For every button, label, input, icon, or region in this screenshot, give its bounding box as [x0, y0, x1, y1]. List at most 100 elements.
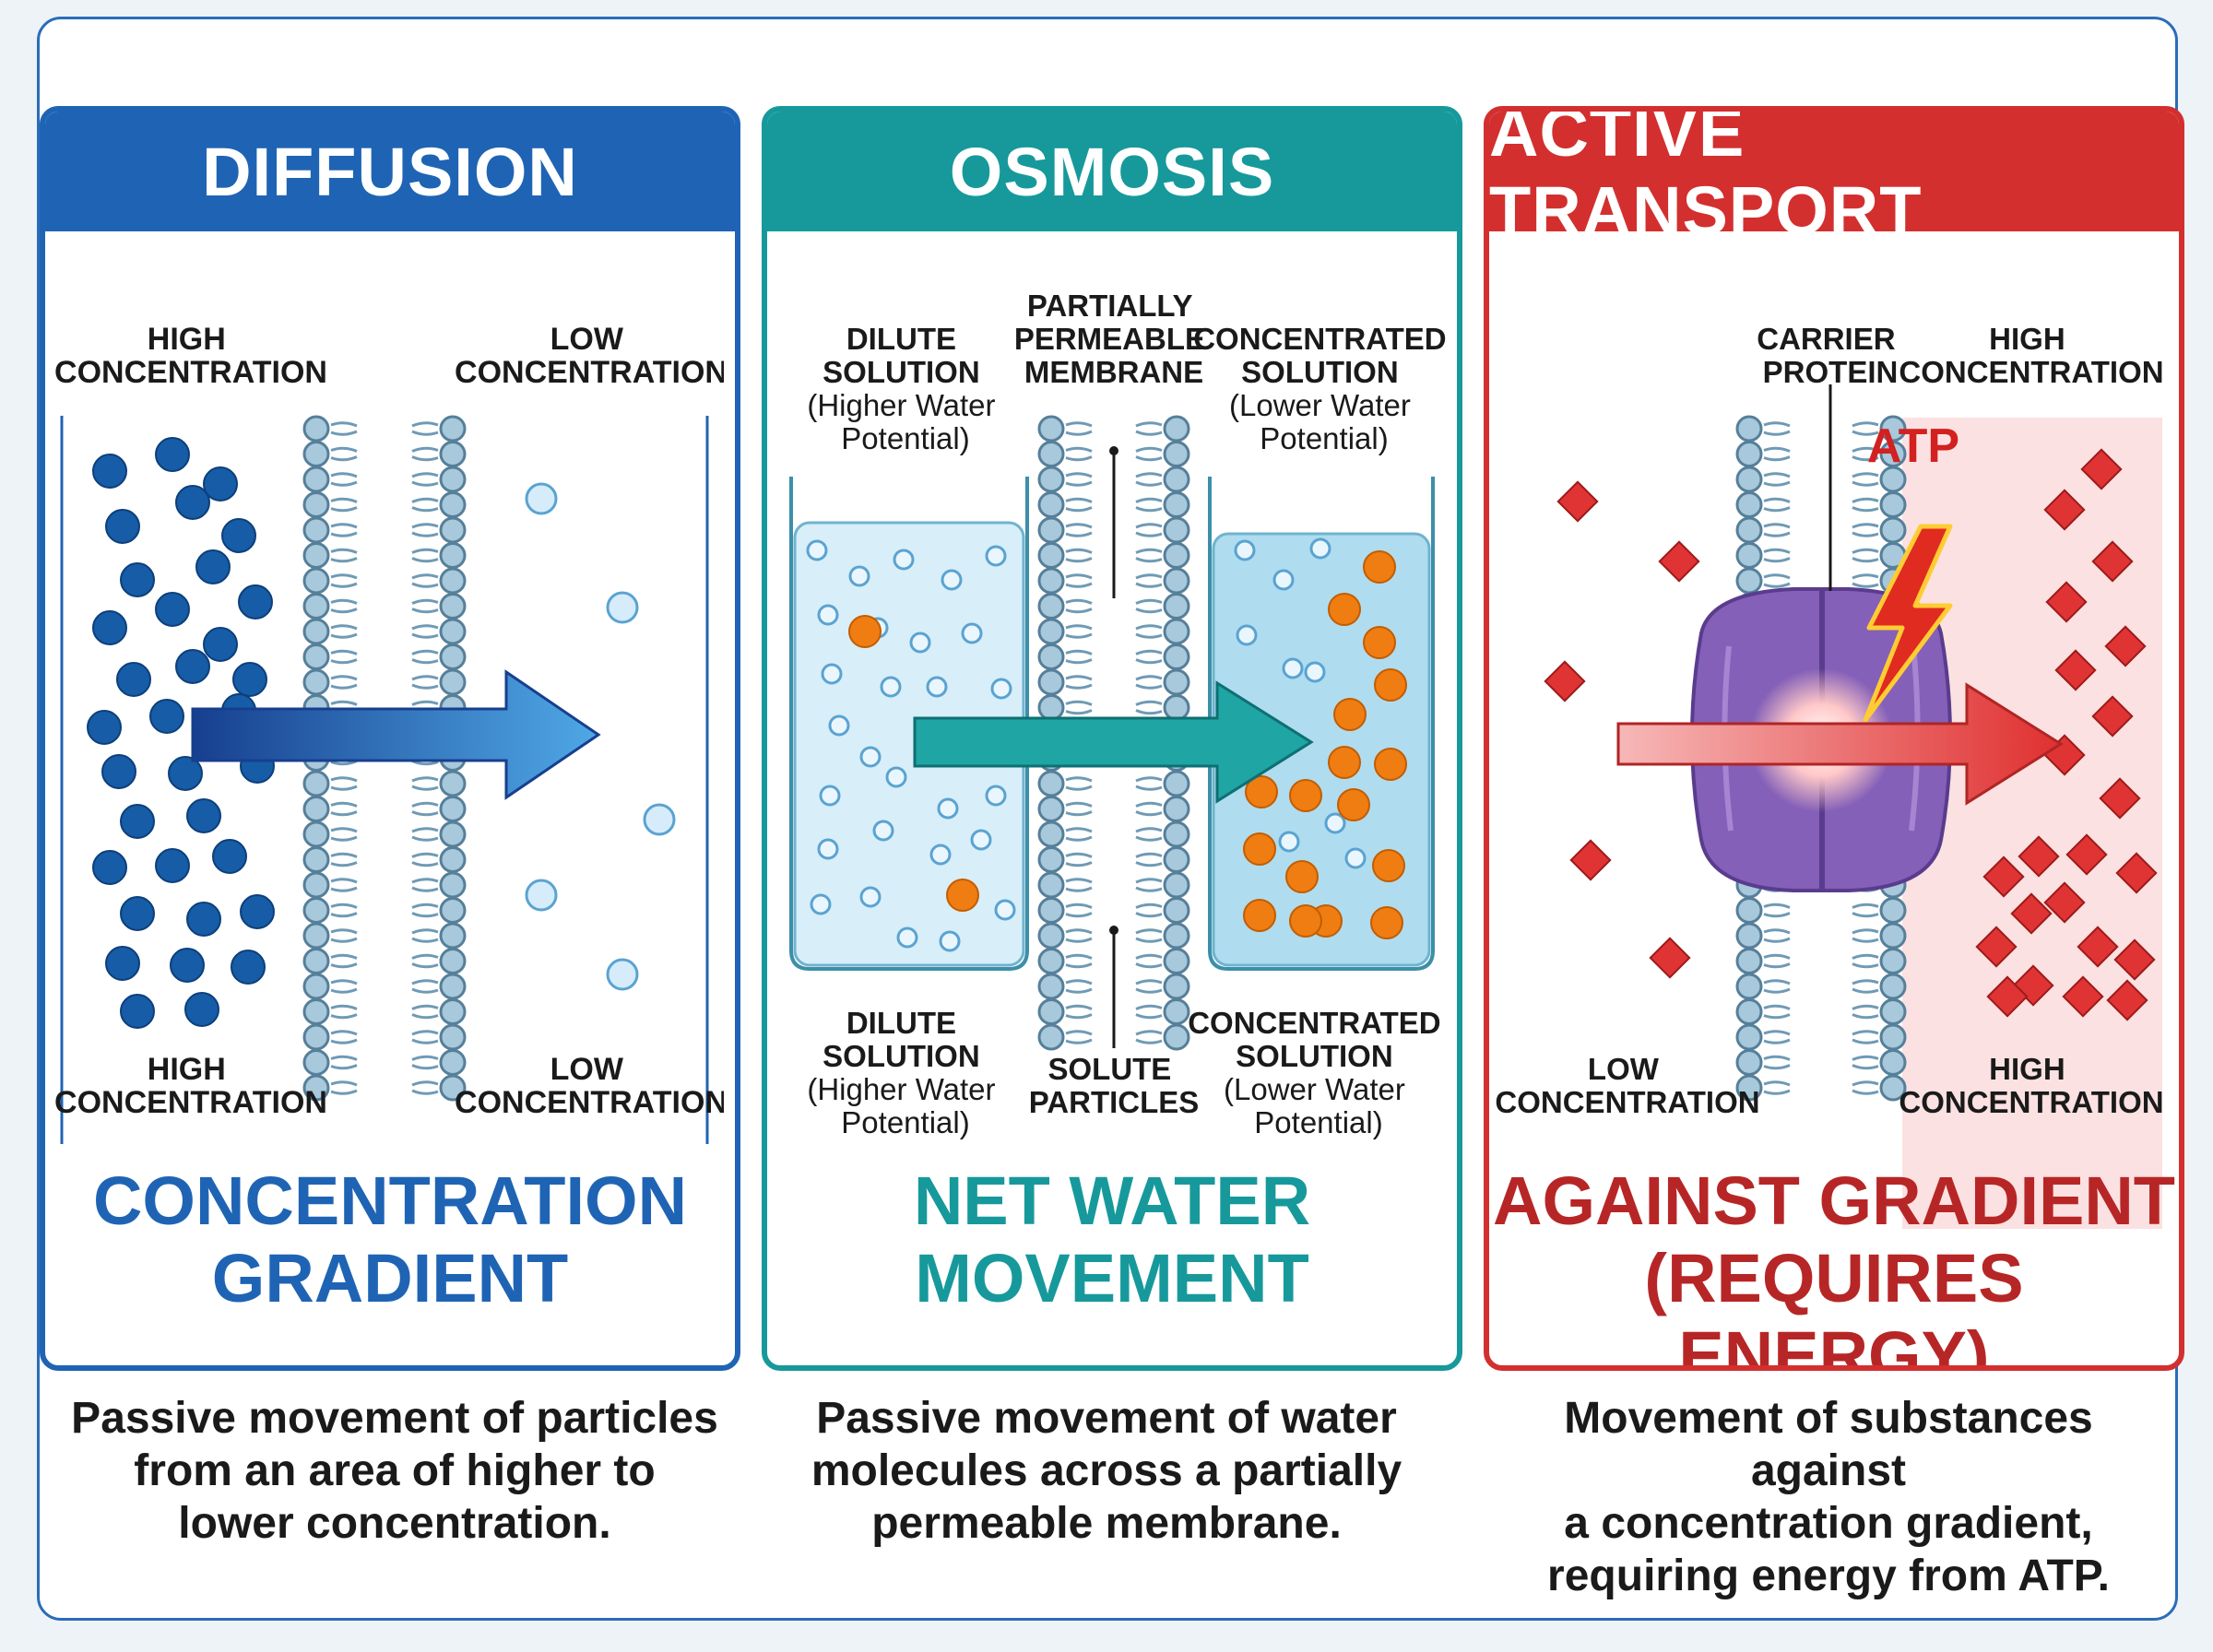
- ion-particle: [2113, 938, 2156, 981]
- phospholipid-head: [1879, 973, 1907, 1000]
- osmosis-particles: [806, 537, 1407, 952]
- active-key-phrase-line1: AGAINST GRADIENT: [1493, 1162, 2175, 1239]
- phospholipid-head: [1037, 593, 1065, 620]
- phospholipid-head: [302, 668, 330, 696]
- solute-particle: [946, 879, 979, 912]
- phospholipid-head: [439, 998, 467, 1025]
- diffusion-key-phrase: CONCENTRATION GRADIENT: [45, 1162, 735, 1317]
- phospholipid-head: [1735, 441, 1763, 467]
- phospholipid-head: [1163, 871, 1190, 899]
- diffusion-label-bottom-left: HIGH CONCENTRATION: [54, 1052, 327, 1120]
- atp-label: ATP: [1867, 419, 1959, 473]
- water-molecule: [1234, 539, 1256, 561]
- phospholipid-head: [302, 491, 330, 518]
- osmosis-description-line: molecules across a partially: [811, 1446, 1402, 1495]
- phospholipid-head: [1735, 542, 1763, 569]
- phospholipid-head: [302, 1023, 330, 1051]
- osmosis-beaker-right: [1208, 477, 1435, 971]
- phospholipid-head: [1879, 491, 1907, 518]
- phospholipid-head: [1163, 770, 1190, 797]
- phospholipid-head: [302, 973, 330, 1000]
- active-description-line: Movement of substances against: [1564, 1394, 2093, 1495]
- solute-particle: [1363, 550, 1396, 584]
- solute-particle: [1337, 788, 1370, 821]
- phospholipid-head: [439, 491, 467, 518]
- water-molecule: [806, 539, 828, 561]
- osmosis-label-bottom-right: CONCENTRATED SOLUTION (Lower Water Poten…: [1188, 1006, 1446, 1139]
- diffusion-particle: [184, 992, 219, 1027]
- phospholipid-head: [1037, 491, 1065, 518]
- phospholipid-head: [1037, 846, 1065, 873]
- ion-particle: [2077, 926, 2119, 968]
- osmosis-label-bottom-left: DILUTE SOLUTION (Higher Water Potential): [807, 1006, 1003, 1139]
- phospholipid-head: [1879, 948, 1907, 974]
- active-key-phrase-line2: (REQUIRES ENERGY): [1644, 1240, 2024, 1371]
- phospholipid-head: [302, 643, 330, 670]
- water-molecule: [985, 785, 1007, 807]
- diffusion-label-bottom-right: LOW CONCENTRATION: [455, 1052, 724, 1120]
- phospholipid-head: [1735, 973, 1763, 1000]
- phospholipid-head: [1735, 1049, 1763, 1076]
- solute-particle: [1333, 698, 1367, 731]
- diffusion-particle-low: [606, 958, 639, 991]
- phospholipid-head: [1163, 567, 1190, 595]
- phospholipid-head: [439, 516, 467, 544]
- osmosis-description-line: Passive movement of water: [816, 1394, 1397, 1443]
- phospholipid-head: [302, 922, 330, 950]
- solute-particle: [1328, 593, 1361, 626]
- phospholipid-head: [439, 871, 467, 899]
- diffusion-particle: [120, 896, 155, 931]
- phospholipid-head: [302, 441, 330, 467]
- water-molecule: [941, 569, 963, 591]
- phospholipid-head: [439, 643, 467, 670]
- diffusion-particle: [155, 848, 190, 883]
- phospholipid-head: [1163, 948, 1190, 974]
- panel-diffusion: DIFFUSION HIGH CONCENTRATION LOW CONCENT…: [40, 106, 740, 1371]
- phospholipid-head: [302, 770, 330, 797]
- water-molecule: [828, 714, 850, 737]
- phospholipid-head: [302, 618, 330, 645]
- phospholipid-head: [1037, 668, 1065, 696]
- active-label-bottom-left: LOW CONCENTRATION: [1495, 1052, 1759, 1119]
- osmosis-description-line: permeable membrane.: [871, 1499, 1342, 1548]
- phospholipid-head: [1879, 922, 1907, 950]
- ion-particle: [2106, 979, 2148, 1021]
- water-molecule: [1278, 831, 1300, 853]
- active-arrow: [1616, 682, 2064, 806]
- diffusion-particle: [186, 798, 221, 833]
- phospholipid-head: [1037, 643, 1065, 670]
- osmosis-label-top-middle: PARTIALLY PERMEABLE MEMBRANE: [1014, 289, 1213, 389]
- diffusion-particle-low: [643, 803, 676, 836]
- phospholipid-head: [302, 466, 330, 493]
- diffusion-particle: [105, 509, 140, 544]
- solute-particle: [1363, 626, 1396, 659]
- phospholipid-head: [302, 998, 330, 1025]
- phospholipid-head: [439, 922, 467, 950]
- phospholipid-head: [302, 871, 330, 899]
- water-molecule: [1344, 847, 1367, 869]
- diffusion-particle: [175, 649, 210, 684]
- phospholipid-head: [1163, 668, 1190, 696]
- active-description: Movement of substances against a concent…: [1484, 1392, 2173, 1602]
- phospholipid-head: [302, 1049, 330, 1076]
- phospholipid-head: [1037, 618, 1065, 645]
- phospholipid-head: [1163, 593, 1190, 620]
- phospholipid-head: [1163, 998, 1190, 1025]
- solute-particle: [1372, 849, 1405, 882]
- phospholipid-head: [1037, 871, 1065, 899]
- phospholipid-head: [439, 441, 467, 467]
- active-label-top-right: HIGH CONCENTRATION: [1899, 322, 2163, 389]
- diffusion-description-line: Passive movement of particles: [71, 1394, 718, 1443]
- water-molecule: [926, 676, 948, 698]
- water-molecule: [821, 663, 843, 685]
- osmosis-arrow: [913, 680, 1314, 804]
- water-molecule: [880, 676, 902, 698]
- osmosis-membrane: [1037, 415, 1190, 1051]
- phospholipid-head: [439, 1074, 467, 1102]
- phospholipid-head: [1163, 796, 1190, 822]
- active-label-bottom-right: HIGH CONCENTRATION: [1899, 1052, 2163, 1119]
- ion-particle: [2018, 835, 2060, 878]
- phospholipid-head: [1037, 415, 1065, 442]
- phospholipid-head: [302, 593, 330, 620]
- phospholipid-head: [1037, 770, 1065, 797]
